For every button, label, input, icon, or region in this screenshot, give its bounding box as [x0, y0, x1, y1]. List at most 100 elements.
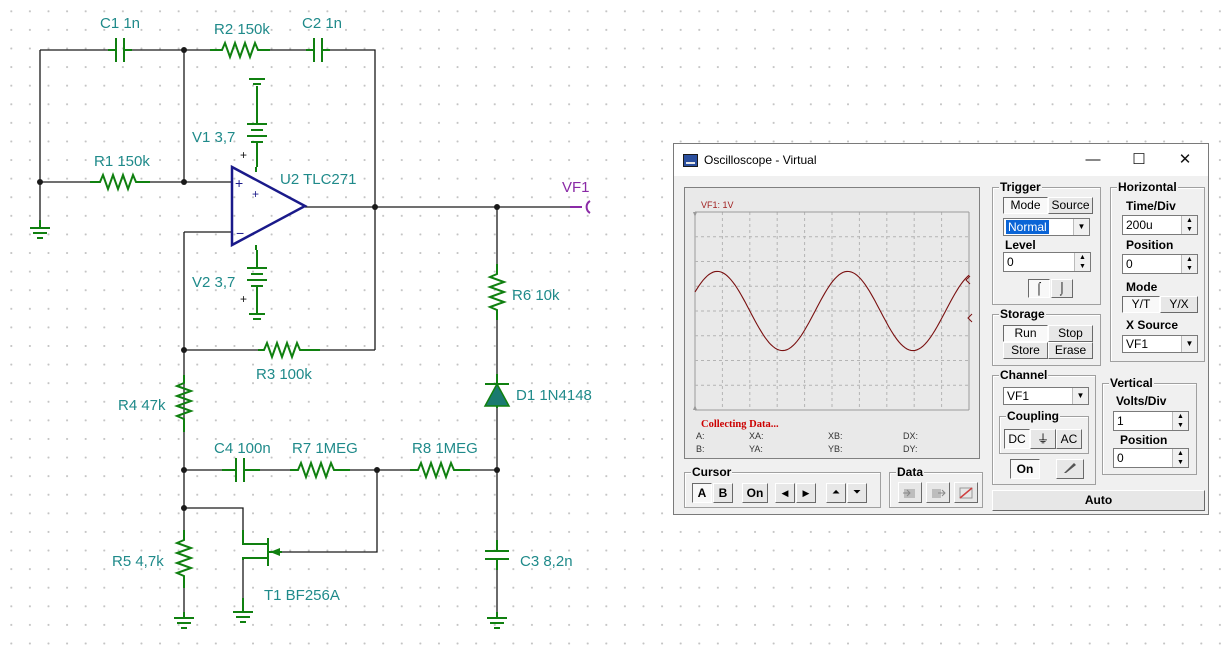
cursor-down-button[interactable]: ⏷: [847, 483, 867, 503]
cursor-left-button[interactable]: ◀: [775, 483, 795, 503]
readout-ya: YA:: [749, 444, 763, 454]
label-r2: R2 150k: [214, 21, 270, 38]
export-data-button[interactable]: [926, 482, 950, 503]
h-position-label: Position: [1126, 238, 1174, 252]
cursor-a-button[interactable]: A: [692, 483, 712, 503]
oscilloscope-window: Oscilloscope - Virtual — ☐ ✕ VF1: 1V Col…: [673, 143, 1209, 515]
spin-down-icon[interactable]: ▼: [1074, 262, 1090, 271]
waveform-trace: [694, 270, 970, 352]
yx-mode-button[interactable]: Y/X: [1160, 296, 1198, 313]
close-button[interactable]: ✕: [1178, 151, 1192, 168]
ground-coupling-button[interactable]: ⏚: [1030, 429, 1056, 449]
channel-value: VF1: [1007, 389, 1030, 403]
channel-dropdown[interactable]: VF1 ▼: [1003, 387, 1089, 405]
readout-b: B:: [696, 444, 705, 454]
battery-v2-plus: +: [240, 292, 247, 306]
chevron-down-icon: ▼: [1072, 388, 1088, 404]
time-div-value: 200u: [1126, 218, 1153, 232]
ac-coupling-button[interactable]: AC: [1056, 429, 1082, 449]
spin-down-icon[interactable]: ▼: [1181, 225, 1197, 234]
cursor-group: Cursor A B On ◀ ▶ ⏶ ⏷: [684, 465, 881, 508]
probe-color-button[interactable]: [1056, 459, 1084, 479]
label-c1: C1 1n: [100, 15, 140, 32]
trigger-mode-value: Normal: [1006, 220, 1049, 234]
label-vf1: VF1: [562, 179, 590, 196]
time-div-label: Time/Div: [1126, 199, 1176, 213]
capacitor-c1-symbol[interactable]: [108, 38, 132, 62]
time-div-spinner[interactable]: 200u ▲ ▼: [1122, 215, 1198, 235]
chevron-down-icon: ▼: [1181, 336, 1197, 352]
voltage-probe-vf1[interactable]: [570, 200, 591, 214]
auto-button[interactable]: Auto: [992, 490, 1205, 511]
resistor-r7-symbol[interactable]: [290, 460, 350, 480]
circuit-schematic: + − + + + C1 1n R2 150k C2 1n V1 3,7 R1 …: [30, 15, 592, 629]
readout-dx: DX:: [903, 431, 919, 441]
yt-mode-button[interactable]: Y/T: [1122, 296, 1160, 313]
trigger-group: Trigger Mode Source Normal ▼ Level 0 ▲ ▼…: [992, 180, 1101, 305]
battery-v1-plus: +: [240, 148, 247, 162]
channel-group: Channel VF1 ▼ Coupling DC ⏚ AC On: [992, 368, 1096, 485]
rising-edge-button[interactable]: ⌠: [1028, 279, 1050, 298]
cursor-up-button[interactable]: ⏶: [826, 483, 846, 503]
scope-display[interactable]: VF1: 1V Collecting Data... A: XA: XB: DX…: [684, 187, 980, 459]
level-markers: [965, 275, 973, 323]
trigger-mode-dropdown[interactable]: Normal ▼: [1003, 218, 1090, 236]
v-position-spinner[interactable]: 0 ▲ ▼: [1113, 448, 1189, 468]
trigger-source-button[interactable]: Source: [1048, 197, 1093, 214]
label-d1: D1 1N4148: [516, 387, 592, 404]
run-button[interactable]: Run: [1003, 325, 1048, 342]
x-source-dropdown[interactable]: VF1 ▼: [1122, 335, 1198, 353]
resistor-r2-symbol[interactable]: [210, 40, 270, 60]
vertical-group: Vertical Volts/Div 1 ▲ ▼ Position 0 ▲ ▼: [1102, 376, 1197, 475]
minimize-button[interactable]: —: [1085, 151, 1101, 168]
spin-down-icon[interactable]: ▼: [1181, 264, 1197, 273]
cursor-b-button[interactable]: B: [713, 483, 733, 503]
volts-div-spinner[interactable]: 1 ▲ ▼: [1113, 411, 1189, 431]
pen-icon: [1064, 463, 1076, 473]
capacitor-c3-symbol[interactable]: [485, 540, 509, 570]
channel-title: Channel: [999, 368, 1049, 382]
x-source-value: VF1: [1126, 337, 1149, 351]
channel-on-button[interactable]: On: [1010, 459, 1040, 479]
dc-coupling-button[interactable]: DC: [1004, 429, 1030, 449]
store-button[interactable]: Store: [1003, 342, 1048, 359]
cursor-on-button[interactable]: On: [742, 483, 768, 503]
spin-down-icon[interactable]: ▼: [1172, 421, 1188, 430]
opamp-u2-symbol[interactable]: + − +: [230, 164, 308, 250]
resistor-r5-symbol[interactable]: [174, 530, 194, 588]
resistor-r8-symbol[interactable]: [410, 460, 470, 480]
label-t1: T1 BF256A: [264, 587, 340, 604]
capacitor-c2-symbol[interactable]: [306, 38, 330, 62]
falling-edge-button[interactable]: ⌡: [1051, 279, 1073, 298]
battery-v1-symbol[interactable]: [247, 78, 267, 167]
titlebar[interactable]: Oscilloscope - Virtual — ☐ ✕: [674, 144, 1208, 176]
h-position-value: 0: [1126, 257, 1133, 271]
resistor-r3-symbol[interactable]: [258, 340, 320, 360]
v-position-value: 0: [1117, 451, 1124, 465]
erase-button[interactable]: Erase: [1048, 342, 1093, 359]
diode-d1-symbol[interactable]: [483, 374, 511, 408]
battery-v2-symbol[interactable]: [247, 250, 267, 320]
vertical-title: Vertical: [1109, 376, 1154, 390]
resistor-r4-symbol[interactable]: [174, 375, 194, 432]
capacitor-c4-symbol[interactable]: [222, 458, 260, 482]
trigger-mode-button[interactable]: Mode: [1003, 197, 1048, 214]
jfet-t1-symbol[interactable]: [242, 530, 282, 566]
cursor-title: Cursor: [691, 465, 733, 479]
cursor-right-button[interactable]: ▶: [796, 483, 816, 503]
coupling-title: Coupling: [1006, 409, 1060, 423]
spin-down-icon[interactable]: ▼: [1172, 458, 1188, 467]
readout-dy: DY:: [903, 444, 918, 454]
resistor-r1-symbol[interactable]: [90, 172, 150, 192]
resistor-r6-symbol[interactable]: [487, 264, 507, 320]
trigger-bottom-marker: [693, 405, 697, 410]
channel-scale-label: VF1: 1V: [701, 200, 734, 210]
h-position-spinner[interactable]: 0 ▲ ▼: [1122, 254, 1198, 274]
horizontal-group: Horizontal Time/Div 200u ▲ ▼ Position 0 …: [1110, 180, 1205, 362]
maximize-button[interactable]: ☐: [1132, 151, 1146, 168]
load-data-button[interactable]: [898, 482, 922, 503]
clear-data-button[interactable]: [954, 482, 978, 503]
stop-button[interactable]: Stop: [1048, 325, 1093, 342]
trigger-level-spinner[interactable]: 0 ▲ ▼: [1003, 252, 1091, 272]
storage-title: Storage: [999, 307, 1046, 321]
